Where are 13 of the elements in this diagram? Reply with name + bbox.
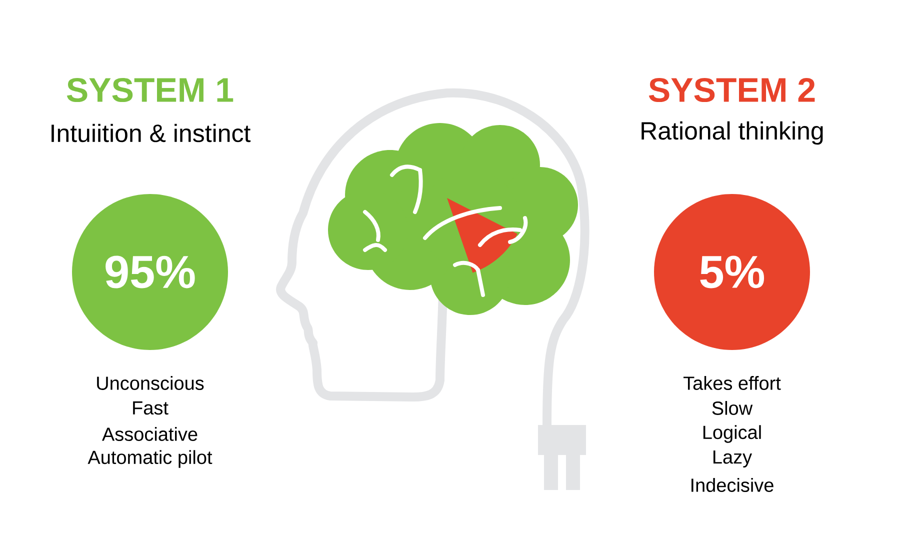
list-item: Takes effort <box>684 376 781 390</box>
list-item: Unconscious <box>97 376 204 390</box>
subheading: Intuiition & instinct <box>52 124 251 142</box>
list-item: Logical <box>703 425 761 443</box>
list-item: Associative <box>102 427 198 441</box>
heading: SYSTEM 1 <box>66 78 234 102</box>
list-item: Automatic pilot <box>88 450 212 468</box>
list-item: Fast <box>133 401 168 415</box>
list-item: Slow <box>712 401 753 415</box>
list-item: Indecisive <box>692 478 774 492</box>
subheading: Rational thinking <box>642 121 823 145</box>
list-item: Lazy <box>714 450 752 468</box>
heading: SYSTEM 2 <box>648 78 815 102</box>
